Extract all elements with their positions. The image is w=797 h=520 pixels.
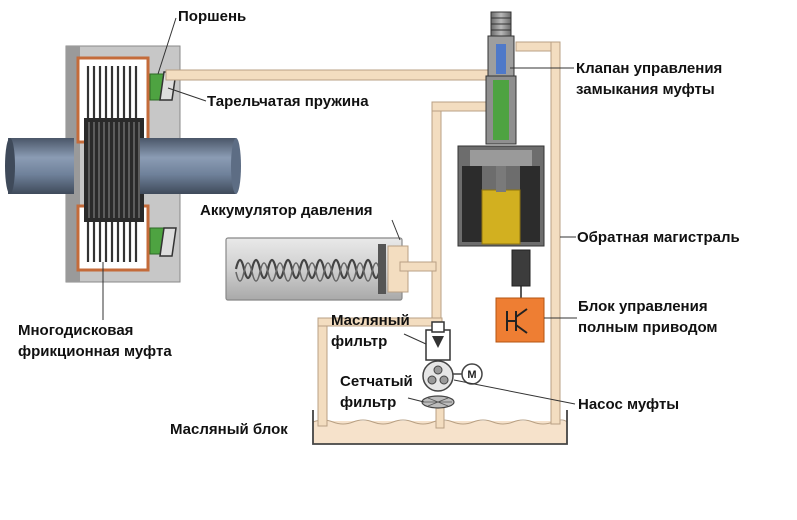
label-strainer-line2: фильтр [340, 394, 397, 411]
label-awd-control-unit: Блок управления полным приводом [578, 296, 718, 338]
filter-cap [431, 321, 445, 333]
label-strainer: Сетчатый фильтр [340, 371, 413, 413]
label-oil-sump: Масляный блок [170, 419, 288, 440]
label-oil-filter: Масляный фильтр [331, 310, 410, 352]
leader-piston [157, 17, 177, 75]
label-oil-filter-line1: Масляный [331, 312, 410, 329]
label-clutch-pump: Насос муфты [578, 394, 679, 415]
label-accumulator: Аккумулятор давления [200, 200, 373, 221]
valve-connector [511, 249, 531, 287]
label-multi-disc-clutch-line1: Многодисковая [18, 322, 134, 339]
leader-oil-filter [403, 333, 427, 345]
label-multi-disc-clutch: Многодисковая фрикционная муфта [18, 320, 172, 362]
solenoid-armature [481, 189, 521, 245]
solenoid-coil-left [462, 166, 482, 242]
return-line-vertical [550, 41, 561, 425]
oil-volume [313, 421, 567, 444]
label-return-line: Обратная магистраль [577, 227, 740, 248]
accumulator-feed [399, 261, 437, 272]
clutch-pump [422, 360, 483, 392]
drive-shafts [5, 138, 241, 194]
awd-control-unit [495, 297, 545, 343]
valve-spool [493, 80, 509, 140]
friction-discs-upper [86, 66, 138, 118]
label-strainer-line1: Сетчатый [340, 373, 413, 390]
input-shaft [8, 138, 74, 194]
label-clutch-valve-line2: замыкания муфты [576, 81, 715, 98]
leader-lines [102, 17, 577, 405]
control-unit-box [495, 297, 545, 343]
accumulator-spring-back [235, 262, 381, 282]
solenoid-coil-right [520, 166, 540, 242]
label-return-line-text: Обратная магистраль [577, 229, 740, 246]
filter-element [432, 336, 444, 348]
valve-spool-upper [496, 44, 506, 74]
label-clutch-valve: Клапан управления замыкания муфты [576, 58, 722, 100]
label-multi-disc-clutch-line2: фрикционная муфта [18, 343, 172, 360]
label-piston-text: Поршень [178, 8, 247, 25]
strainer-filter [421, 395, 455, 409]
feed-line-vertical [431, 109, 442, 323]
label-clutch-valve-line1: Клапан управления [576, 60, 723, 77]
leader-strainer [407, 397, 425, 403]
sump-walls [312, 410, 568, 445]
label-clutch-pump-text: Насос муфты [578, 396, 680, 413]
leader-disc-spring [167, 87, 207, 102]
label-oil-filter-line2: фильтр [331, 333, 388, 350]
motor-label: M [467, 369, 476, 381]
solenoid-top [470, 150, 532, 166]
hub-splines [88, 122, 140, 218]
disc-spring-lower [159, 227, 177, 257]
input-shaft-end [5, 138, 15, 194]
output-shaft [140, 138, 236, 194]
clutch-control-valve [457, 11, 545, 298]
output-shaft-end [231, 138, 241, 194]
feed-line-top [431, 101, 495, 112]
label-awd-control-unit-line2: полным приводом [578, 319, 718, 336]
label-awd-control-unit-line1: Блок управления [578, 298, 708, 315]
return-into-sump [317, 321, 328, 427]
pressure-accumulator [225, 237, 409, 301]
oil-filter [425, 321, 451, 361]
label-disc-spring: Тарельчатая пружина [207, 91, 369, 112]
accumulator-piston [378, 244, 386, 294]
hydraulic-lines [165, 41, 561, 429]
label-oil-sump-text: Масляный блок [170, 421, 288, 438]
armature-rod [496, 166, 506, 192]
leader-pump [453, 379, 576, 405]
label-accumulator-text: Аккумулятор давления [200, 202, 373, 219]
label-piston: Поршень [178, 6, 246, 27]
label-disc-spring-text: Тарельчатая пружина [207, 93, 369, 110]
leader-accumulator [391, 219, 401, 241]
line-to-piston [165, 69, 493, 81]
